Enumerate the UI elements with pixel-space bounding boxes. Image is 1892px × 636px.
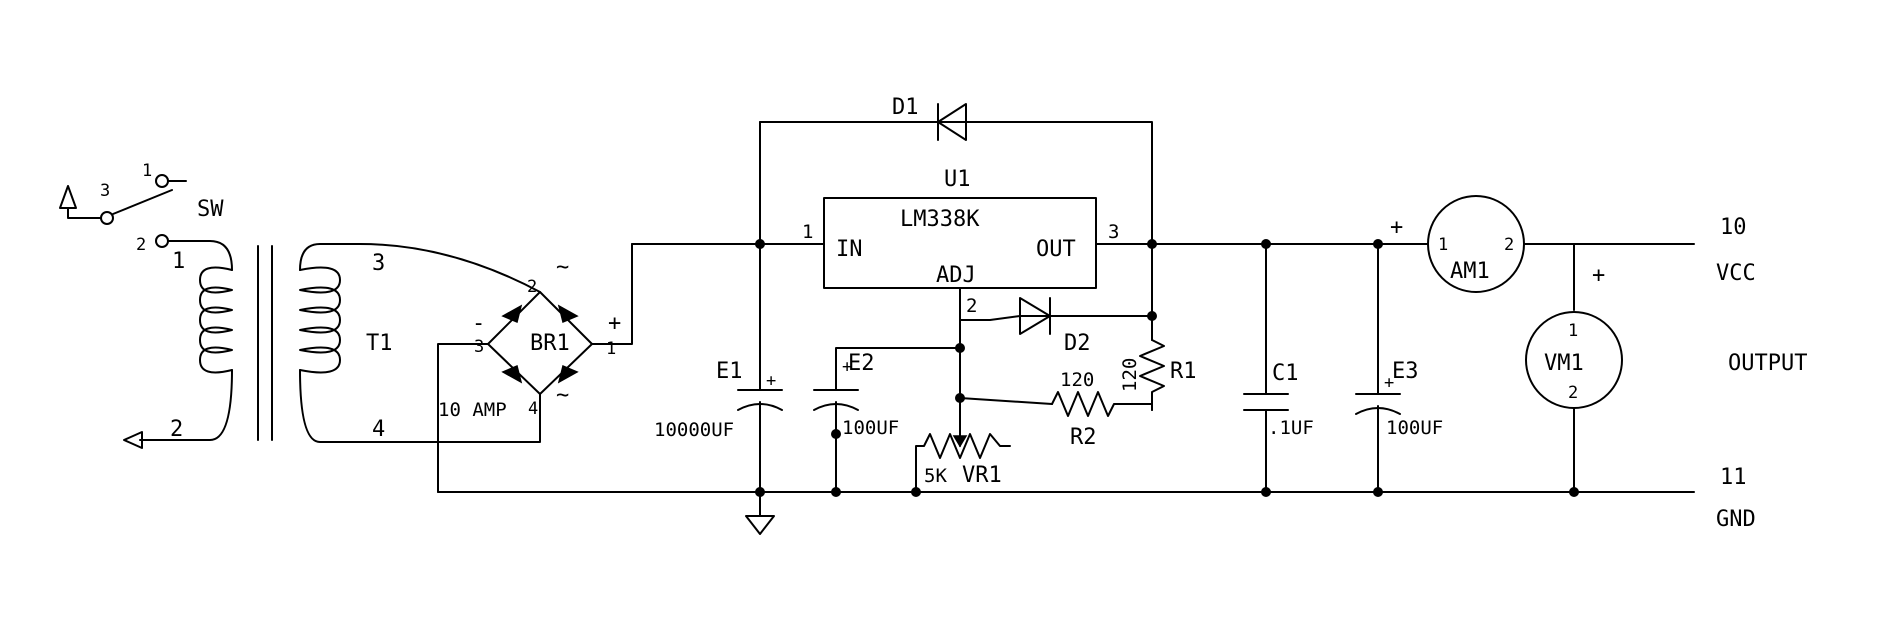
capacitor-e2: + E2 100UF xyxy=(813,351,899,493)
potentiometer-vr1: 5K VR1 xyxy=(915,433,1011,493)
e3-value: 100UF xyxy=(1386,417,1443,439)
capacitor-e1: + E1 10000UF xyxy=(654,359,783,493)
vm1-plus: + xyxy=(1592,263,1605,288)
c1-value: .1UF xyxy=(1268,417,1314,439)
d1-ref-label: D1 xyxy=(892,95,919,120)
gnd-pin: 11 xyxy=(1720,465,1747,490)
voltmeter-vm1: + 1 2 VM1 xyxy=(1525,243,1623,493)
input-rail xyxy=(631,121,825,391)
d2-ref-label: D2 xyxy=(1064,331,1091,356)
u1-pin-out: 3 xyxy=(1108,221,1119,243)
t1-pin-1: 1 xyxy=(172,249,185,274)
t1-pin-3: 3 xyxy=(372,251,385,276)
am1-ref-label: AM1 xyxy=(1450,259,1490,284)
br1-pin-4: 4 xyxy=(528,399,538,419)
e2-plus: + xyxy=(842,357,852,377)
u1-out-label: OUT xyxy=(1036,237,1076,262)
u1-pin-adj: 2 xyxy=(966,295,977,317)
vr1-value: 5K xyxy=(924,465,947,487)
output-label: OUTPUT xyxy=(1728,351,1807,376)
primary-arrow-icon xyxy=(123,431,143,449)
e1-ref-label: E1 xyxy=(716,359,743,384)
br1-plus: + xyxy=(608,311,621,336)
br1-pin-2: 2 xyxy=(527,277,537,297)
br1-rating: 10 AMP xyxy=(438,399,507,421)
adj-network xyxy=(835,287,1053,435)
r1-ref-label: R1 xyxy=(1170,359,1197,384)
e1-value: 10000UF xyxy=(654,419,734,441)
am1-plus: + xyxy=(1390,215,1403,240)
u1-adj-label: ADJ xyxy=(936,263,976,288)
output-labels: 10 VCC OUTPUT 11 GND xyxy=(1716,215,1807,532)
br1-ac-bottom: ~ xyxy=(556,383,569,408)
e1-plus: + xyxy=(766,371,776,391)
vcc-pin: 10 xyxy=(1720,215,1747,240)
br1-pin-1: 1 xyxy=(606,339,616,359)
output-rail: + xyxy=(1095,215,1695,249)
am1-pin-1: 1 xyxy=(1438,235,1448,255)
bridge-rectifier-br1: 2 3 1 4 - + ~ ~ BR1 10 AMP xyxy=(359,243,633,493)
capacitor-e3: + E3 100UF xyxy=(1355,243,1443,493)
c1-ref-label: C1 xyxy=(1272,361,1299,386)
br1-minus: - xyxy=(472,311,485,336)
e3-ref-label: E3 xyxy=(1392,359,1419,384)
e2-value: 100UF xyxy=(842,417,899,439)
sw-pin-3: 3 xyxy=(100,181,110,201)
vm1-ref-label: VM1 xyxy=(1544,351,1584,376)
regulator-u1: U1 LM338K IN OUT ADJ 1 3 2 xyxy=(802,167,1119,317)
switch-arrow-icon xyxy=(59,185,77,209)
vcc-label: VCC xyxy=(1716,261,1756,286)
u1-ref-label: U1 xyxy=(944,167,971,192)
br1-pin-3: 3 xyxy=(474,337,484,357)
vm1-pin-2: 2 xyxy=(1568,383,1578,403)
sw-ref-label: SW xyxy=(197,197,224,222)
ground-rail xyxy=(437,487,1695,535)
r2-ref-label: R2 xyxy=(1070,425,1097,450)
diode-d1: D1 xyxy=(759,95,1153,245)
e2-ref-label: E2 xyxy=(848,351,875,376)
t1-pin-2: 2 xyxy=(170,417,183,442)
switch-sw: 3 1 2 SW xyxy=(59,161,224,255)
diode-d2: D2 xyxy=(1019,297,1157,356)
resistor-r1: 120 R1 xyxy=(1119,243,1197,411)
t1-pin-4: 4 xyxy=(372,417,385,442)
am1-pin-2: 2 xyxy=(1504,235,1514,255)
ammeter-am1: 1 2 AM1 xyxy=(1427,195,1525,293)
e3-plus: + xyxy=(1384,373,1394,393)
t1-ref-label: T1 xyxy=(366,331,393,356)
br1-ac-top: ~ xyxy=(556,255,569,280)
vr1-ref-label: VR1 xyxy=(962,463,1002,488)
vm1-pin-1: 1 xyxy=(1568,321,1578,341)
resistor-r2: 120 R2 xyxy=(1051,369,1153,450)
u1-in-label: IN xyxy=(836,237,863,262)
ground-icon xyxy=(745,515,775,535)
transformer-t1: 1 2 3 4 T1 xyxy=(123,240,541,449)
u1-pin-in: 1 xyxy=(802,221,813,243)
gnd-label: GND xyxy=(1716,507,1756,532)
u1-part: LM338K xyxy=(900,207,980,232)
sw-pin-2: 2 xyxy=(136,235,146,255)
br1-ref-label: BR1 xyxy=(530,331,570,356)
capacitor-c1: C1 .1UF xyxy=(1243,243,1314,493)
r1-value: 120 xyxy=(1119,358,1141,392)
sw-pin-1: 1 xyxy=(142,161,152,181)
r2-value: 120 xyxy=(1060,369,1094,391)
